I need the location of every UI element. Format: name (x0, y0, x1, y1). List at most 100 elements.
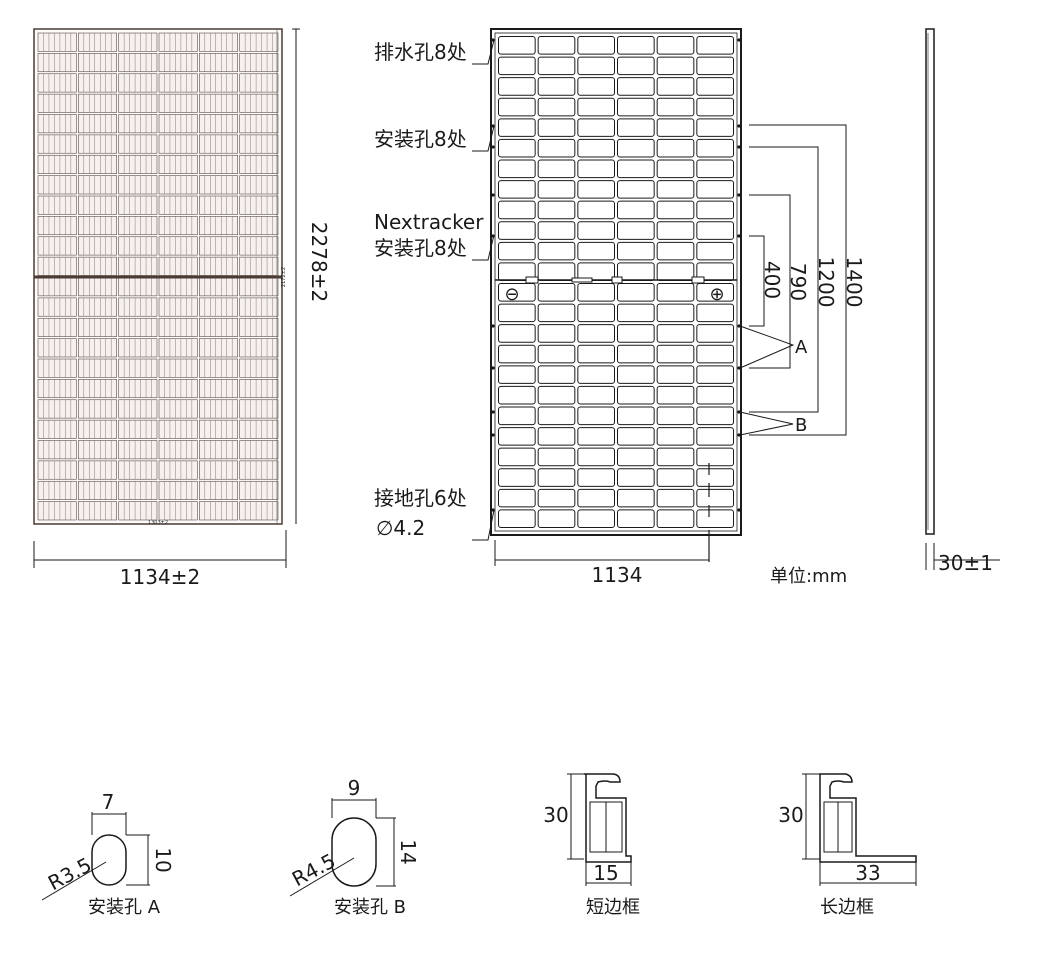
back-cell (498, 221, 536, 240)
front-cell (78, 195, 117, 215)
back-cell (537, 324, 576, 343)
front-cell (37, 93, 77, 113)
back-cell (617, 488, 655, 508)
front-cell (158, 501, 198, 521)
front-cell (78, 338, 117, 358)
hole-dot (737, 508, 741, 512)
back-cell (656, 118, 695, 137)
front-cell (158, 114, 198, 134)
back-cell (696, 344, 734, 364)
front-cell (158, 338, 198, 358)
hole-spacing-dims (739, 124, 847, 436)
front-cell (78, 399, 117, 419)
back-cell (656, 56, 695, 76)
back-cell (498, 303, 536, 323)
back-cell (537, 509, 576, 528)
back-cell (696, 77, 734, 96)
front-cell (239, 501, 279, 521)
back-cell (537, 36, 576, 55)
hole-dot (737, 124, 741, 128)
front-cell (199, 399, 238, 419)
front-cell (239, 440, 279, 460)
front-cell (37, 297, 77, 317)
back-cell (498, 468, 536, 487)
unit-label: 单位:mm (770, 566, 847, 587)
hole-a-width: 7 (102, 790, 115, 814)
back-cell (537, 200, 576, 220)
back-cell (617, 221, 655, 240)
back-cell (498, 97, 536, 117)
front-cell (118, 175, 158, 195)
front-cell (199, 134, 238, 154)
back-cell (537, 241, 576, 261)
back-cell (498, 118, 536, 137)
back-cell (617, 324, 655, 343)
front-cell (118, 440, 158, 460)
front-cell (37, 440, 77, 460)
back-cell (537, 365, 576, 384)
front-cell (37, 134, 77, 154)
hole-dot (737, 410, 741, 414)
back-cell (696, 385, 734, 405)
back-cell (577, 447, 615, 467)
long-frame-width: 33 (855, 861, 880, 885)
front-cell (239, 175, 279, 195)
ground-diameter-label: ∅4.2 (376, 516, 425, 540)
back-cell (498, 488, 536, 508)
front-cell (118, 297, 158, 317)
back-cell (656, 324, 695, 343)
plus-terminal-icon: ⊕ (709, 284, 724, 305)
front-cell (199, 236, 238, 256)
front-cell (199, 317, 238, 337)
front-cell (239, 419, 279, 439)
back-cell (696, 427, 734, 446)
front-cell (199, 338, 238, 358)
front-cell (37, 338, 77, 358)
front-cell (78, 419, 117, 439)
front-cell (239, 154, 279, 174)
back-cell (537, 97, 576, 117)
front-cell (118, 256, 158, 276)
side-view: 30±1 (925, 28, 1000, 575)
front-cell (118, 460, 158, 480)
back-cell (617, 344, 655, 364)
back-cell (577, 385, 615, 405)
back-cell (537, 385, 576, 405)
back-cell (617, 468, 655, 487)
front-cell (158, 460, 198, 480)
hole-dot (737, 433, 741, 437)
front-cell (239, 73, 279, 93)
front-cell (158, 134, 198, 154)
front-cell (158, 216, 198, 236)
front-cell (199, 216, 238, 236)
long-frame-detail: 30 33 长边框 (778, 773, 917, 918)
back-cell (498, 180, 536, 199)
front-cell (118, 501, 158, 521)
front-cell (118, 379, 158, 399)
front-cell (239, 297, 279, 317)
front-cell (78, 256, 117, 276)
back-cell (617, 283, 655, 302)
back-cell (537, 406, 576, 426)
front-cell (118, 195, 158, 215)
front-cell (78, 175, 117, 195)
dim-790: 790 (786, 263, 810, 301)
back-cell (537, 447, 576, 467)
hole-dot (737, 145, 741, 149)
long-frame-height: 30 (778, 803, 803, 827)
back-cell (617, 77, 655, 96)
front-cell (239, 236, 279, 256)
back-cell (617, 159, 655, 179)
back-cell (537, 262, 576, 281)
back-cell (537, 77, 576, 96)
front-cell (239, 480, 279, 500)
front-cell (239, 338, 279, 358)
back-cell (656, 283, 695, 302)
back-cell (696, 200, 734, 220)
front-cell (37, 317, 77, 337)
front-cell (118, 419, 158, 439)
front-cell (199, 32, 238, 52)
dim-1200: 1200 (814, 257, 838, 308)
front-cell (199, 440, 238, 460)
back-cell (656, 447, 695, 467)
